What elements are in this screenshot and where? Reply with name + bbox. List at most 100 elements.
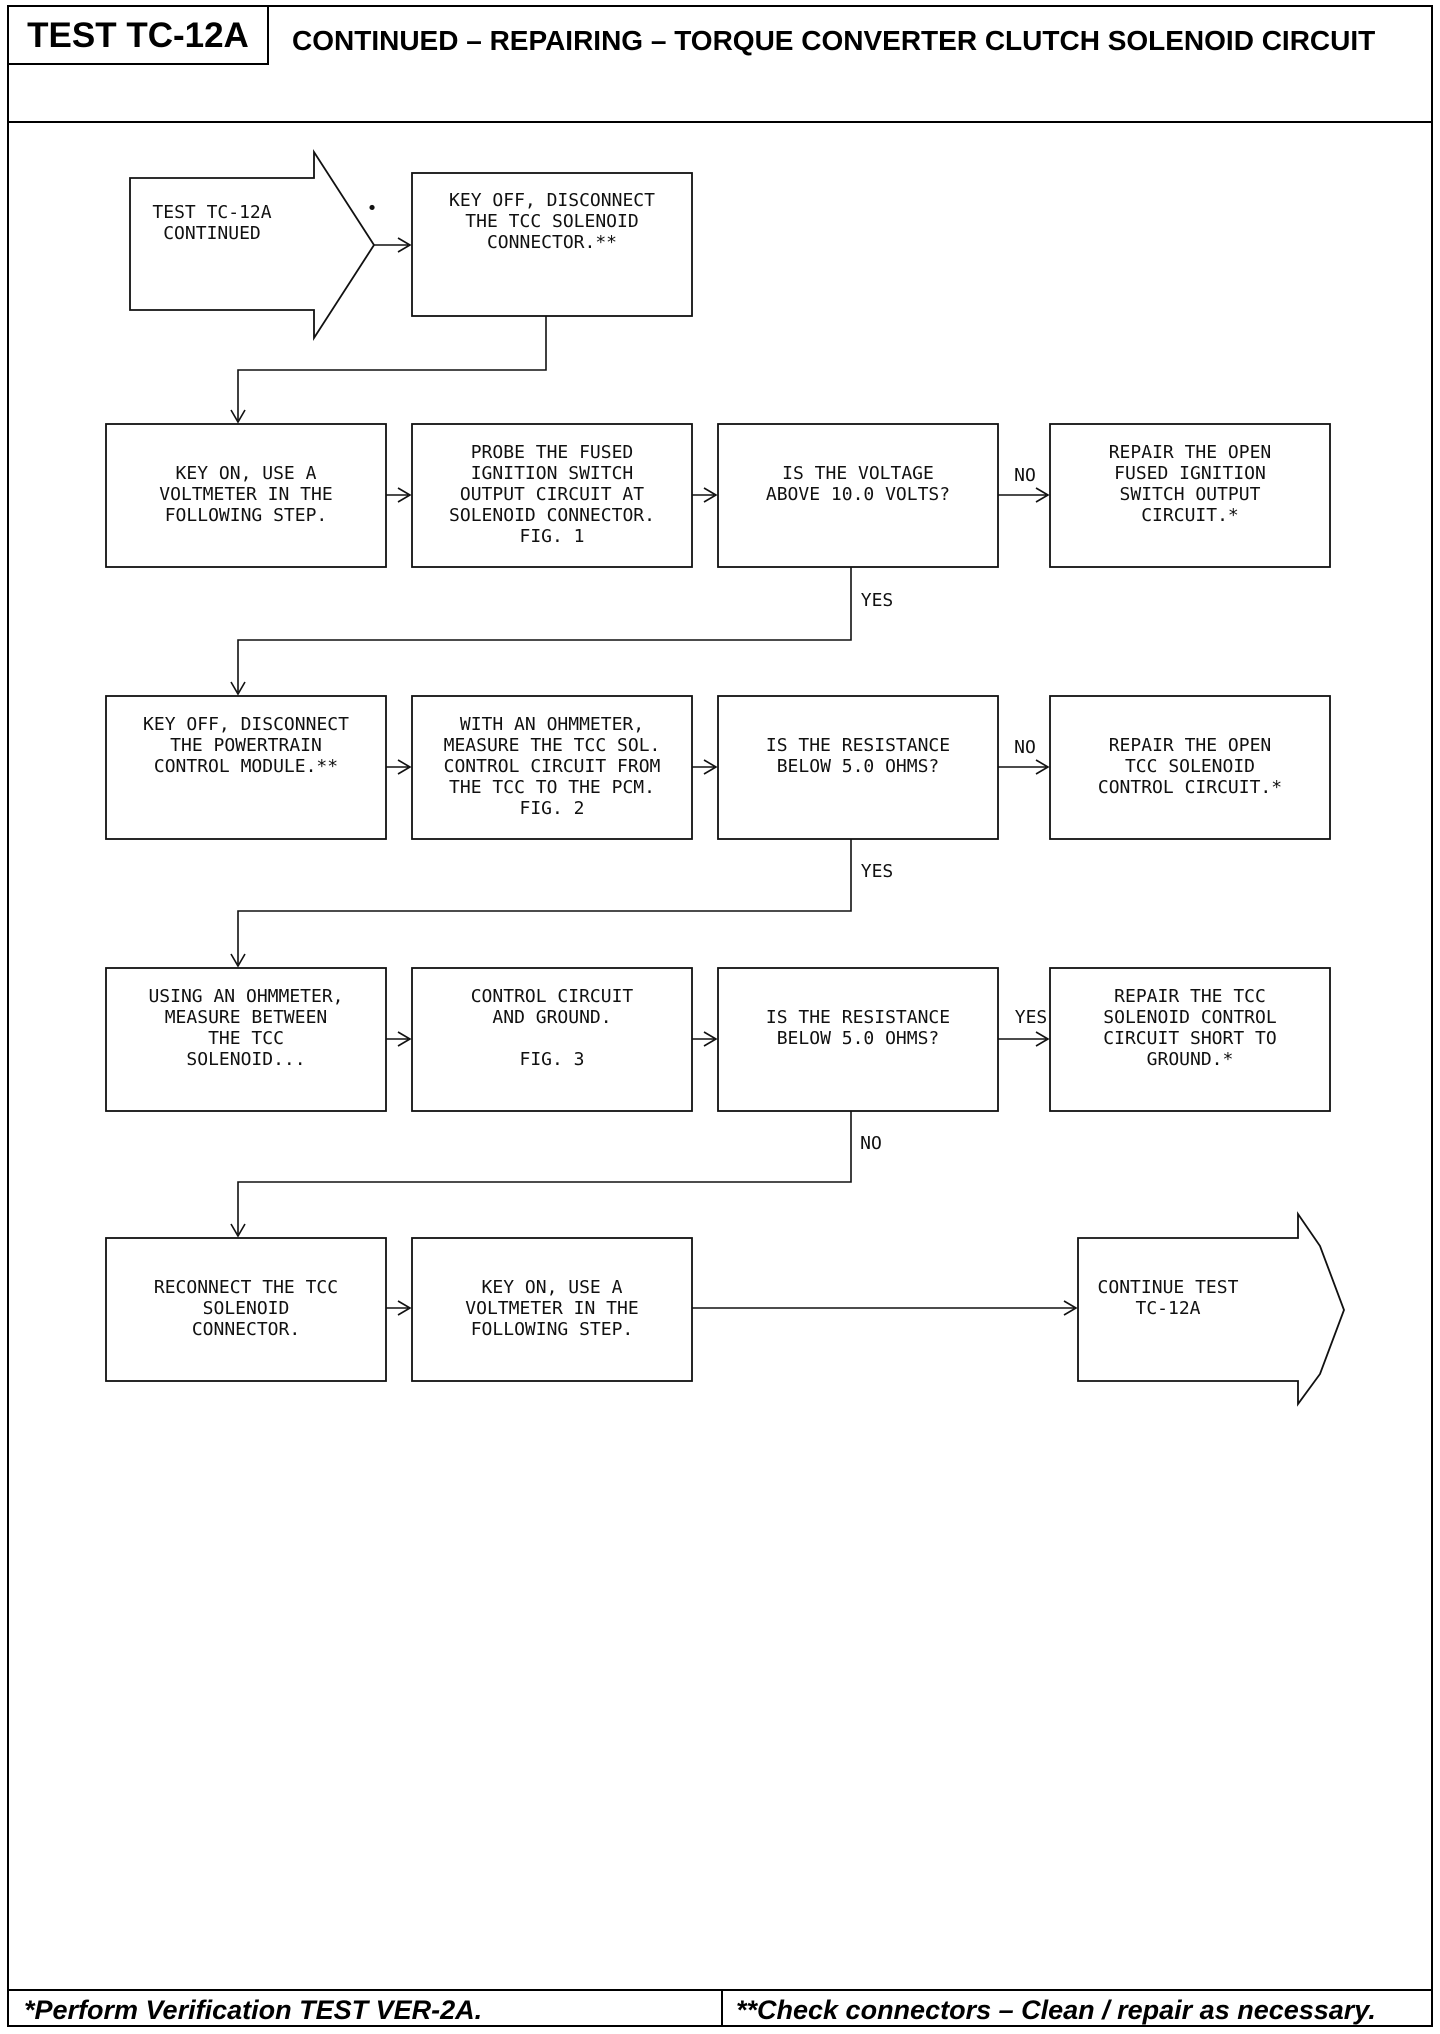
page-title: CONTINUED – REPAIRING – TORQUE CONVERTER…: [292, 25, 1375, 56]
test-tag: TEST TC-12A: [27, 16, 249, 55]
box-text-line: KEY ON, USE A: [176, 463, 317, 484]
box-text-line: THE POWERTRAIN: [170, 735, 322, 756]
box-text-line: THE TCC: [208, 1028, 284, 1049]
page-border: [7, 5, 1433, 2027]
box-text-line: VOLTMETER IN THE: [465, 1298, 638, 1319]
box-text-line: RECONNECT THE TCC: [154, 1277, 338, 1298]
row3-decision-box: [717, 967, 999, 1112]
arrowhead: [230, 1223, 246, 1238]
box-text-line: TEST TC-12A: [152, 202, 271, 223]
arrowhead: [397, 1300, 412, 1316]
box-text-line: THE TCC SOLENOID: [465, 211, 638, 232]
box-text-line: FOLLOWING STEP.: [471, 1319, 634, 1340]
arrowhead: [1035, 487, 1050, 503]
arrowhead: [703, 1031, 718, 1047]
arrowhead: [230, 953, 246, 968]
box-text-line: REPAIR THE TCC: [1114, 986, 1266, 1007]
box-text-line: KEY ON, USE A: [482, 1277, 623, 1298]
connector-row1-row2: [237, 567, 852, 692]
box-text-line: CONTROL CIRCUIT FROM: [444, 756, 661, 777]
row1-box-a: [105, 423, 387, 568]
box-text-line: MEASURE THE TCC SOL.: [444, 735, 661, 756]
box-text-line: KEY OFF, DISCONNECT: [143, 714, 349, 735]
box-text-line: FIG. 3: [519, 1049, 584, 1070]
box-text-line: CONTROL CIRCUIT.*: [1098, 777, 1282, 798]
row3-down-label: NO: [860, 1133, 882, 1154]
box-text-line: CONNECTOR.**: [487, 232, 617, 253]
row3-branch-label: YES: [1015, 1007, 1048, 1028]
connector-row2-row3: [237, 839, 852, 964]
box-text-line: CONTINUED: [163, 223, 261, 244]
arrowhead: [1063, 1300, 1078, 1316]
box-text-line: OUTPUT CIRCUIT AT: [460, 484, 644, 505]
box-text-line: USING AN OHMMETER,: [148, 986, 343, 1007]
box-text-line: SOLENOID...: [186, 1049, 305, 1070]
box-text-line: MEASURE BETWEEN: [165, 1007, 328, 1028]
row4-box-b: [411, 1237, 693, 1382]
row1-down-label: YES: [861, 590, 894, 611]
box-text-line: KEY OFF, DISCONNECT: [449, 190, 655, 211]
row2-branch-label: NO: [1014, 737, 1036, 758]
row2-box-b: [411, 695, 693, 840]
row3-result-box: [1049, 967, 1331, 1112]
box-text-line: IGNITION SWITCH: [471, 463, 634, 484]
box-text-line: GROUND.*: [1147, 1049, 1234, 1070]
row3-box-a: [105, 967, 387, 1112]
box-text-line: REPAIR THE OPEN: [1109, 735, 1272, 756]
arrowhead: [397, 237, 412, 253]
row4-box-a: [105, 1237, 387, 1382]
row2-box-a: [105, 695, 387, 840]
box-text-line: CONTROL CIRCUIT: [471, 986, 634, 1007]
footer-note-verification: *Perform Verification TEST VER-2A.: [24, 1995, 482, 2025]
start-block-arrow: [129, 148, 376, 342]
box-text-line: CIRCUIT.*: [1141, 505, 1239, 526]
arrowhead: [397, 487, 412, 503]
arrowhead: [1035, 1031, 1050, 1047]
arrowhead: [703, 487, 718, 503]
row1-result-box: [1049, 423, 1331, 568]
connector-step1-row1: [237, 316, 547, 420]
row2-down-label: YES: [861, 861, 894, 882]
row2-decision-box: [717, 695, 999, 840]
row1-decision-box: [717, 423, 999, 568]
box-text-line: FUSED IGNITION: [1114, 463, 1266, 484]
box-text-line: WITH AN OHMMETER,: [460, 714, 644, 735]
box-text-line: TCC SOLENOID: [1125, 756, 1255, 777]
connector-row3-row4: [237, 1111, 852, 1234]
box-text-line: FOLLOWING STEP.: [165, 505, 328, 526]
step-disconnect-solenoid-box: [411, 172, 693, 317]
arrowhead: [397, 759, 412, 775]
box-text-line: SOLENOID CONTROL: [1103, 1007, 1277, 1028]
row2-text-b: WITH AN OHMMETER,MEASURE THE TCC SOL.CON…: [444, 714, 661, 819]
box-text-line: CONTROL MODULE.**: [154, 756, 338, 777]
box-text-line: SOLENOID CONNECTOR.: [449, 505, 655, 526]
box-text-line: SWITCH OUTPUT: [1120, 484, 1261, 505]
box-text-line: IS THE RESISTANCE: [766, 735, 950, 756]
box-text-line: CONNECTOR.: [192, 1319, 300, 1340]
box-text-line: VOLTMETER IN THE: [159, 484, 332, 505]
box-text-line: TC-12A: [1135, 1298, 1200, 1319]
box-text-line: FIG. 1: [519, 526, 584, 547]
box-text-line: REPAIR THE OPEN: [1109, 442, 1272, 463]
box-text-line: BELOW 5.0 OHMS?: [777, 756, 940, 777]
connectors: [230, 237, 1078, 1316]
box-text-line: IS THE VOLTAGE: [782, 463, 934, 484]
